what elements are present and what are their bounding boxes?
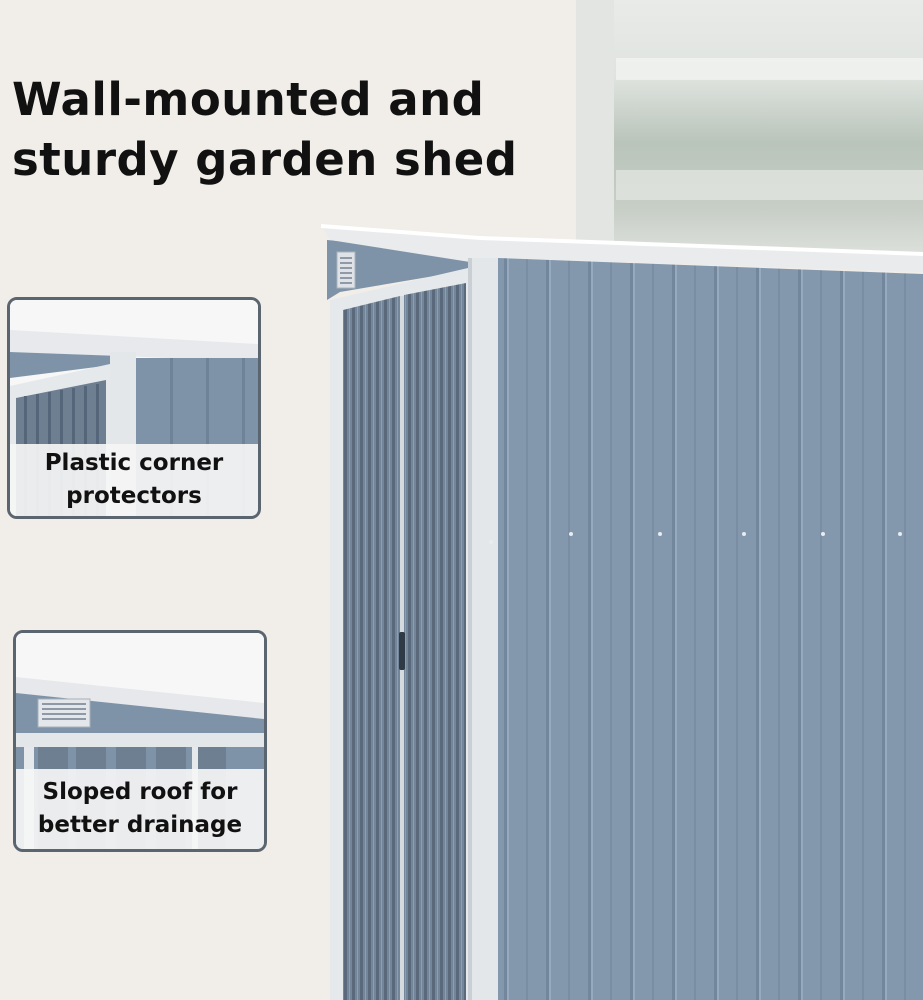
feature-caption: Plastic corner protectors [10,444,258,516]
background-shelf [616,58,923,80]
feature-caption-line-1: Sloped roof for [42,779,238,805]
feature-card-sloped-roof: Sloped roof for better drainage [13,630,267,852]
headline-line-2: sturdy garden shed [12,133,518,186]
shed-corner-post [468,258,498,1000]
headline: Wall-mounted and sturdy garden shed [12,70,518,190]
headline-line-1: Wall-mounted and [12,73,485,126]
feature-caption-line-2: better drainage [37,812,243,838]
feature-caption-line-1: Plastic corner [44,450,224,476]
feature-card-corner-protectors: Plastic corner protectors [7,297,261,519]
background-post [576,0,614,260]
door-handle [399,632,405,670]
feature-caption-line-2: protectors [66,483,202,509]
background-garden-scene [576,0,923,260]
shed-door-left [343,296,400,1000]
feature-caption: Sloped roof for better drainage [16,769,264,849]
shed-side-wall [498,258,923,1000]
shed-door-right [404,283,466,1000]
background-shelf [616,170,923,200]
